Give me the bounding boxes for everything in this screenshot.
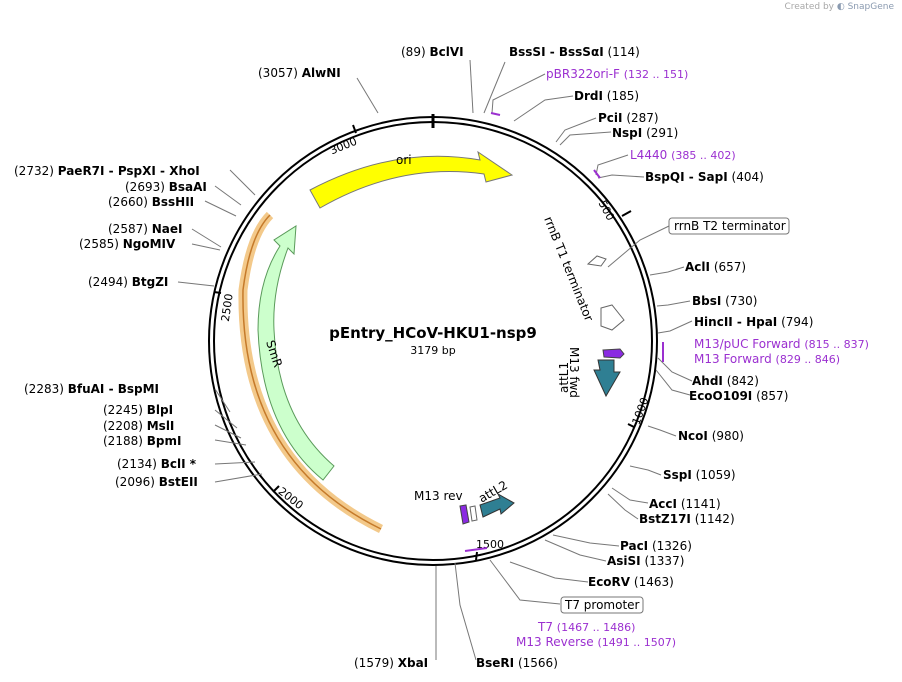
pbr322ori-f-bar bbox=[490, 112, 501, 116]
primer-m13-forward[interactable]: M13 Forward (829 .. 846) bbox=[694, 352, 840, 366]
tick-mark-2500 bbox=[213, 291, 222, 294]
site-bsssi[interactable]: BssSI - BssSαI (114) bbox=[509, 45, 640, 59]
snapgene-credit: Created by ◐ SnapGene bbox=[784, 2, 894, 12]
tick-mark-1500 bbox=[475, 551, 478, 561]
t7-promoter-mark bbox=[469, 505, 478, 522]
site-ncoi[interactable]: NcoI (980) bbox=[678, 429, 744, 443]
rrnb-t2-box[interactable] bbox=[668, 217, 790, 235]
leader-lines bbox=[177, 59, 693, 661]
site-bspqi-sapi[interactable]: BspQI - SapI (404) bbox=[645, 170, 764, 184]
attl1-label: attL1 bbox=[557, 362, 571, 393]
tick-1000: 1000 bbox=[630, 396, 652, 427]
site-bsteii[interactable]: (2096) BstEII bbox=[115, 475, 198, 489]
credit-prefix: Created by bbox=[784, 2, 834, 12]
primer-m13-puc-forward[interactable]: M13/pUC Forward (815 .. 837) bbox=[694, 337, 869, 351]
tick-500: 500 bbox=[596, 198, 617, 223]
site-bclvi[interactable]: (89) BclVI bbox=[401, 45, 464, 59]
t7-promoter-label: T7 promoter bbox=[564, 598, 640, 612]
site-asisi[interactable]: AsiSI (1337) bbox=[607, 554, 684, 568]
site-bbsi[interactable]: BbsI (730) bbox=[692, 294, 757, 308]
primer-pbr322ori-f[interactable]: pBR322ori-F (132 .. 151) bbox=[546, 67, 688, 81]
m13-fwd-label: M13 fwd bbox=[567, 347, 581, 398]
tick-mark-500 bbox=[621, 210, 632, 217]
site-msli[interactable]: (2208) MslI bbox=[103, 419, 174, 433]
snapgene-logo: ◐ SnapGene bbox=[836, 2, 894, 12]
site-xbai[interactable]: (1579) XbaI bbox=[354, 656, 428, 670]
site-bpmi[interactable]: (2188) BpmI bbox=[103, 434, 181, 448]
t7-promoter-box[interactable] bbox=[560, 596, 644, 614]
site-acci[interactable]: AccI (1141) bbox=[649, 497, 721, 511]
site-bstz17i[interactable]: BstZ17I (1142) bbox=[639, 512, 735, 526]
ori-arrow[interactable] bbox=[309, 150, 514, 209]
site-bfuai-bspmi[interactable]: (2283) BfuAI - BspMI bbox=[24, 382, 159, 396]
rrnb-t1-label: rrnB T1 terminator bbox=[541, 214, 596, 323]
site-bsaai[interactable]: (2693) BsaAI bbox=[125, 180, 207, 194]
site-naei[interactable]: (2587) NaeI bbox=[108, 222, 182, 236]
attl2-arrow[interactable] bbox=[479, 492, 515, 518]
site-hincii-hpai[interactable]: HincII - HpaI (794) bbox=[694, 315, 813, 329]
tick-mark-1000 bbox=[627, 423, 635, 428]
rrnb-t1-arrow[interactable] bbox=[600, 304, 625, 331]
m13-rev-bar bbox=[464, 547, 488, 552]
site-paer7i-pspxi-xhoi[interactable]: (2732) PaeR7I - PspXI - XhoI bbox=[14, 164, 200, 178]
tick-3000: 3000 bbox=[328, 135, 359, 158]
smr-halo-line bbox=[242, 214, 382, 530]
site-drdi[interactable]: DrdI (185) bbox=[574, 89, 639, 103]
site-ngomiv[interactable]: (2585) NgoMIV bbox=[79, 237, 176, 251]
primer-l4440[interactable]: L4440 (385 .. 402) bbox=[630, 148, 736, 162]
site-blpi[interactable]: (2245) BlpI bbox=[103, 403, 173, 417]
tick-2500: 2500 bbox=[219, 293, 236, 323]
plasmid-name: pEntry_HCoV-HKU1-nsp9 bbox=[329, 324, 537, 342]
smr-arrow[interactable] bbox=[257, 225, 335, 481]
tick-marks bbox=[213, 124, 635, 561]
tick-mark-3000 bbox=[352, 124, 357, 134]
site-btgzi[interactable]: (2494) BtgZI bbox=[88, 275, 168, 289]
plasmid-length: 3179 bp bbox=[410, 344, 455, 357]
site-bcli[interactable]: (2134) BclI * bbox=[117, 457, 197, 471]
tick-mark-2000 bbox=[272, 485, 280, 493]
site-ecorv[interactable]: EcoRV (1463) bbox=[588, 575, 674, 589]
credit-app: SnapGene bbox=[847, 2, 894, 12]
site-paci[interactable]: PacI (1326) bbox=[620, 539, 692, 553]
site-alwni[interactable]: (3057) AlwNI bbox=[258, 66, 341, 80]
primer-t7[interactable]: T7 (1467 .. 1486) bbox=[537, 620, 635, 634]
l4440-bar bbox=[593, 169, 601, 179]
primer-m13-reverse[interactable]: M13 Reverse (1491 .. 1507) bbox=[516, 635, 676, 649]
site-pcii[interactable]: PciI (287) bbox=[598, 111, 659, 125]
site-ahdi[interactable]: AhdI (842) bbox=[692, 374, 759, 388]
m13-rev-label: M13 rev bbox=[414, 489, 463, 503]
ori-label: ori bbox=[396, 153, 412, 167]
site-bsshii[interactable]: (2660) BssHII bbox=[108, 195, 194, 209]
m13-fwd-arrow[interactable] bbox=[602, 348, 625, 359]
rrnb-t2-label: rrnB T2 terminator bbox=[674, 219, 786, 233]
attl1-arrow[interactable] bbox=[593, 359, 621, 398]
site-bseri[interactable]: BseRI (1566) bbox=[476, 656, 558, 670]
m13-rev-arrow[interactable] bbox=[459, 504, 470, 525]
site-sspi[interactable]: SspI (1059) bbox=[663, 468, 736, 482]
site-ecoo109i[interactable]: EcoO109I (857) bbox=[689, 389, 788, 403]
site-acli[interactable]: AclI (657) bbox=[685, 260, 746, 274]
site-nspi[interactable]: NspI (291) bbox=[612, 126, 678, 140]
rrnb-t1-small bbox=[586, 255, 607, 267]
